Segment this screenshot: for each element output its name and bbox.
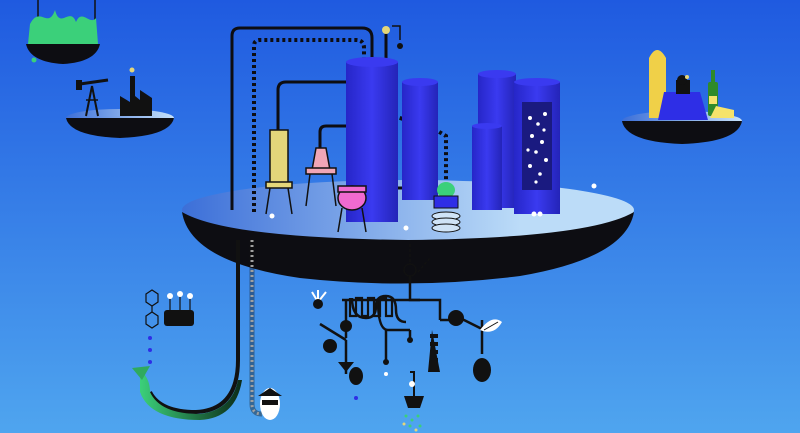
robot-icon — [658, 75, 708, 120]
circuit-nodes — [323, 310, 491, 385]
sprout-icon — [311, 290, 327, 309]
hanging-plant-basket-icon — [26, 0, 100, 64]
shower-head — [402, 371, 424, 432]
molecule-icon — [145, 289, 159, 364]
circuit-coil — [348, 296, 394, 318]
pipe-network — [230, 26, 448, 212]
window-particles — [526, 112, 548, 184]
tank-2 — [402, 82, 438, 200]
stacked-disc-apparatus — [431, 182, 461, 233]
factory-icon — [120, 67, 152, 116]
main-platform-underside — [182, 212, 634, 284]
still-apparatus — [305, 147, 337, 207]
leaf-icon — [480, 319, 502, 332]
oil-pump-icon — [76, 78, 109, 117]
cheese-icon — [710, 106, 734, 118]
platform-droplets — [269, 183, 597, 231]
oil-platform — [66, 67, 174, 138]
flower-icon — [164, 291, 194, 326]
vial-apparatus — [265, 129, 293, 215]
head-with-glasses-icon — [258, 388, 282, 420]
flask-apparatus — [337, 185, 367, 233]
tail-pipe — [148, 240, 240, 415]
tank-window — [522, 102, 552, 190]
food-platform — [622, 50, 742, 144]
tank-4 — [472, 126, 502, 210]
bread-icon — [649, 50, 666, 118]
